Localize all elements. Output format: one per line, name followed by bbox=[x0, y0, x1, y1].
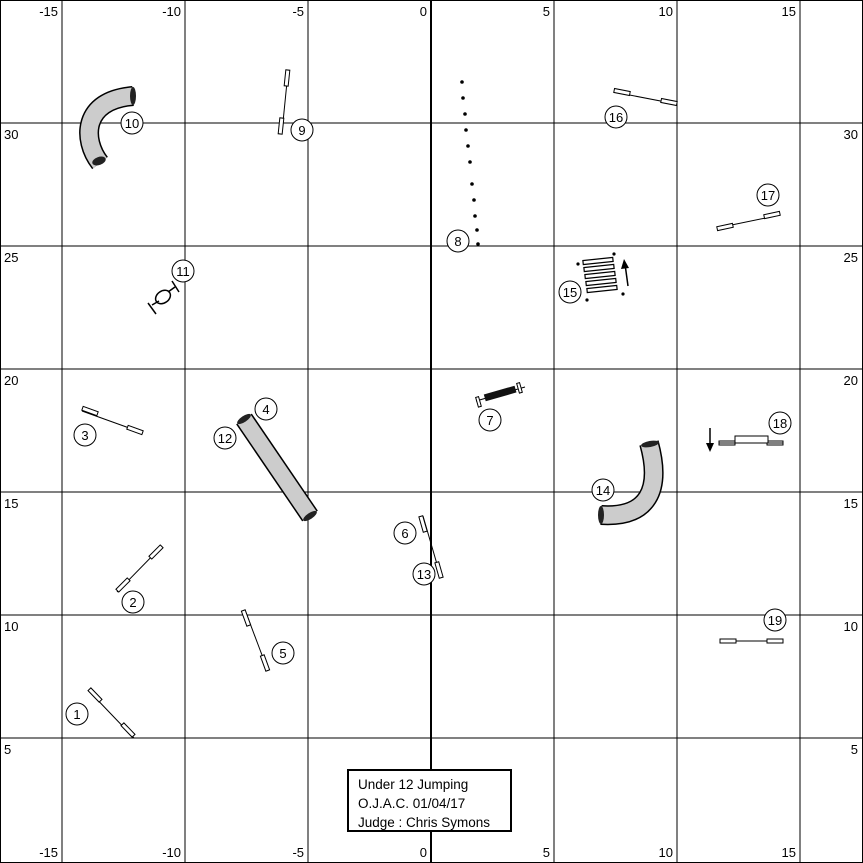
marker-14: 14 bbox=[591, 478, 615, 502]
right-label: 10 bbox=[844, 619, 858, 634]
tunnel-12 bbox=[236, 413, 318, 522]
marker-18: 18 bbox=[768, 411, 792, 435]
left-axis-labels: 30 25 20 15 10 5 bbox=[4, 127, 18, 757]
left-label: 10 bbox=[4, 619, 18, 634]
jump-16 bbox=[613, 87, 678, 107]
svg-text:4: 4 bbox=[262, 402, 269, 417]
marker-10: 10 bbox=[120, 111, 144, 135]
svg-text:9: 9 bbox=[298, 123, 305, 138]
curved-tunnel-14 bbox=[598, 440, 664, 526]
jump-17 bbox=[716, 210, 781, 232]
right-label: 5 bbox=[851, 742, 858, 757]
marker-17: 17 bbox=[756, 183, 780, 207]
right-label: 25 bbox=[844, 250, 858, 265]
bottom-label: 5 bbox=[543, 845, 550, 860]
svg-text:14: 14 bbox=[596, 483, 610, 498]
svg-text:15: 15 bbox=[563, 285, 577, 300]
marker-3: 3 bbox=[73, 423, 97, 447]
right-label: 15 bbox=[844, 496, 858, 511]
svg-text:10: 10 bbox=[125, 116, 139, 131]
left-label: 15 bbox=[4, 496, 18, 511]
top-label: -5 bbox=[292, 4, 304, 19]
left-label: 20 bbox=[4, 373, 18, 388]
jump-3 bbox=[81, 405, 144, 436]
svg-text:7: 7 bbox=[486, 413, 493, 428]
info-title: Under 12 Jumping bbox=[358, 777, 469, 792]
top-axis-labels: -15 -10 -5 0 5 10 15 bbox=[39, 4, 796, 19]
svg-text:16: 16 bbox=[609, 110, 623, 125]
svg-text:1: 1 bbox=[73, 707, 80, 722]
svg-text:2: 2 bbox=[129, 595, 136, 610]
marker-13: 13 bbox=[412, 562, 436, 586]
marker-12: 12 bbox=[213, 426, 237, 450]
spread-jump-18 bbox=[706, 428, 784, 452]
marker-2: 2 bbox=[121, 590, 145, 614]
right-axis-labels: 30 25 20 15 10 5 bbox=[844, 127, 858, 757]
jump-2 bbox=[115, 544, 164, 593]
jump-5 bbox=[240, 609, 271, 672]
left-label: 5 bbox=[4, 742, 11, 757]
svg-text:6: 6 bbox=[401, 526, 408, 541]
top-label: 0 bbox=[420, 4, 427, 19]
wall-7 bbox=[475, 382, 526, 408]
course-info-box: Under 12 Jumping O.J.A.C. 01/04/17 Judge… bbox=[347, 769, 512, 832]
jump-1 bbox=[87, 687, 136, 739]
number-markers: 10 9 16 17 8 11 15 4 7 18 3 12 14 6 13 2… bbox=[65, 105, 792, 726]
weave-poles-8 bbox=[460, 80, 480, 246]
svg-text:12: 12 bbox=[218, 431, 232, 446]
top-label: 5 bbox=[543, 4, 550, 19]
top-label: 10 bbox=[659, 4, 673, 19]
top-label: -10 bbox=[162, 4, 181, 19]
svg-text:11: 11 bbox=[176, 264, 190, 279]
bottom-label: -10 bbox=[162, 845, 181, 860]
svg-text:13: 13 bbox=[417, 567, 431, 582]
bottom-label: -15 bbox=[39, 845, 58, 860]
bottom-label: 15 bbox=[782, 845, 796, 860]
svg-text:3: 3 bbox=[81, 428, 88, 443]
marker-19: 19 bbox=[763, 608, 787, 632]
left-label: 30 bbox=[4, 127, 18, 142]
jump-13 bbox=[418, 515, 444, 579]
marker-6: 6 bbox=[393, 521, 417, 545]
right-label: 30 bbox=[844, 127, 858, 142]
bottom-label: -5 bbox=[292, 845, 304, 860]
marker-8: 8 bbox=[446, 229, 470, 253]
marker-4: 4 bbox=[254, 397, 278, 421]
svg-text:17: 17 bbox=[761, 188, 775, 203]
marker-15: 15 bbox=[558, 280, 582, 304]
right-label: 20 bbox=[844, 373, 858, 388]
jump-9 bbox=[277, 69, 291, 135]
marker-7: 7 bbox=[478, 408, 502, 432]
curved-tunnel-10 bbox=[79, 86, 136, 170]
marker-16: 16 bbox=[604, 105, 628, 129]
bottom-axis-labels: -15 -10 -5 0 5 10 15 bbox=[39, 845, 796, 860]
top-label: 15 bbox=[782, 4, 796, 19]
svg-text:8: 8 bbox=[454, 234, 461, 249]
tyre-11 bbox=[147, 280, 180, 315]
left-label: 25 bbox=[4, 250, 18, 265]
top-label: -15 bbox=[39, 4, 58, 19]
info-judge: Judge : Chris Symons bbox=[358, 815, 491, 830]
bottom-label: 10 bbox=[659, 845, 673, 860]
marker-1: 1 bbox=[65, 702, 89, 726]
bottom-label: 0 bbox=[420, 845, 427, 860]
svg-text:18: 18 bbox=[773, 416, 787, 431]
marker-11: 11 bbox=[171, 259, 195, 283]
long-jump-15 bbox=[576, 252, 629, 302]
info-club-date: O.J.A.C. 01/04/17 bbox=[358, 796, 466, 811]
marker-5: 5 bbox=[271, 641, 295, 665]
svg-text:5: 5 bbox=[279, 646, 286, 661]
svg-text:19: 19 bbox=[768, 613, 782, 628]
marker-9: 9 bbox=[290, 118, 314, 142]
jump-19 bbox=[719, 638, 784, 644]
